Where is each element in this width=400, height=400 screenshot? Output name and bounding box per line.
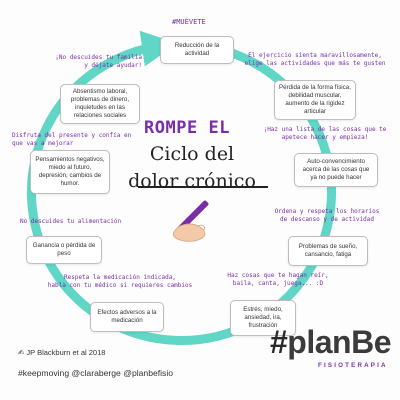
title-ciclo-del: Ciclo del [149, 143, 235, 165]
tip-lista: ¡Haz una lista de las cosas que te apete… [263, 126, 387, 141]
box-problemas-sueno: Problemas de sueño, cansancio, fatiga [288, 236, 368, 266]
tip-presente: Disfruta del presente y confía en que va… [12, 132, 132, 147]
planbe-logo: #planBe [270, 324, 391, 361]
box-pensamientos-negativos: Pensamientos negativos, miedo al futuro,… [30, 150, 110, 194]
box-reduccion-actividad: Reducción de la actividad [160, 36, 234, 64]
logo-plan: plan [287, 324, 352, 360]
box-ganancia-peso: Ganancia o pérdida de peso [26, 236, 102, 264]
tip-reir: Haz cosas que te hagan reír, baila, cant… [227, 272, 329, 287]
title-strikethrough [138, 186, 268, 188]
tip-horarios: Ordena y respeta los horarios de descans… [274, 208, 380, 223]
box-efectos-adversos: Efectos adversos a la medicación [90, 302, 164, 332]
logo-be: Be [351, 324, 391, 360]
tip-medicacion: Respeta la medicación indicada, habla co… [47, 274, 193, 289]
footer-hashtags: #keepmoving @claraberge @planbefisio [18, 368, 174, 378]
tip-alimentacion: No descuides tu alimentación [20, 218, 122, 225]
cycle-arrow-path [26, 30, 336, 345]
logo-fisioterapia: FISIOTERAPIA [318, 362, 388, 369]
header-hashtag: #MUÉVETE [172, 18, 206, 26]
tip-ejercicio: El ejercicio sienta maravillosamente, el… [244, 52, 386, 67]
title-rompe-el: ROMPE EL [144, 118, 230, 138]
tip-familia: ¡No descuides tu familia y déjate ayudar… [55, 54, 142, 69]
hand-pen-icon [172, 200, 209, 242]
box-absentismo-laboral: Absentismo laboral, problemas de dinero,… [60, 84, 140, 124]
box-perdida-forma-fisica: Pérdida de la forma física, debilidad mu… [274, 80, 356, 120]
box-auto-convencimiento: Auto-convencimiento acerca de las cosas … [294, 153, 378, 187]
title-dolor-cronico: dolor crónico [128, 170, 256, 192]
credit-text: ✍ JP Blackburn et al 2018 [18, 348, 106, 357]
box-estres-miedo: Estrés, miedo, ansiedad, ira, frustració… [230, 300, 296, 336]
logo-hash: # [270, 324, 288, 360]
